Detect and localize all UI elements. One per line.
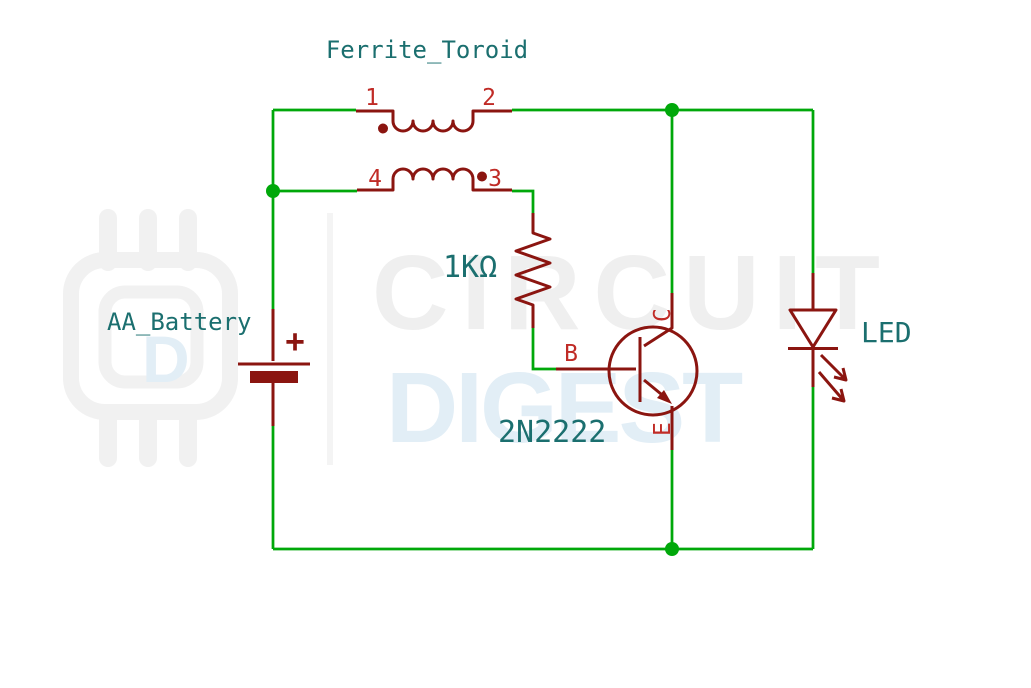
transistor-pin-label-base: B [564, 341, 578, 367]
chip-body-outline [63, 252, 238, 420]
transformer-winding-1 [356, 109, 512, 133]
wire-resistor-to-base [531, 328, 556, 371]
wires [271, 108, 815, 551]
chip-inner-outline [98, 285, 204, 389]
led-label: LED [861, 316, 912, 349]
resistor-value: 1KΩ [443, 250, 497, 285]
transformer-pin-1: 1 [365, 85, 379, 111]
led-light-arrow-1 [819, 353, 848, 382]
transistor-collector-lead [643, 293, 674, 348]
junction-dot [266, 184, 280, 198]
transformer-pin-2: 2 [482, 85, 496, 111]
watermark-text-line1: CIRCUIT [372, 234, 893, 352]
led-symbol: LED [788, 273, 912, 403]
transistor-symbol: 2N2222 B C E [498, 293, 699, 450]
watermark-bar [327, 213, 333, 465]
polarity-dot-winding-1 [378, 123, 388, 134]
transistor-emitter-lead [643, 378, 662, 396]
transformer-pin-3: 3 [488, 166, 502, 192]
battery-symbol: AA_Battery + [107, 308, 310, 426]
transistor-pin-label-emitter: E [650, 422, 676, 436]
battery-label: AA_Battery [107, 308, 252, 336]
resistor-symbol: 1KΩ [443, 213, 552, 328]
watermark-text-line2: DIGEST [386, 352, 743, 464]
battery-plus-sign: + [285, 322, 304, 360]
watermark-chip-logo: D [63, 209, 238, 467]
transformer-winding-2 [357, 167, 512, 192]
led-light-arrow-2 [817, 371, 846, 403]
transistor-emitter-arrow [657, 390, 672, 404]
junction-dot [665, 542, 679, 556]
led-triangle [788, 308, 838, 349]
transformer-symbol: Ferrite_Toroid 1 2 4 3 [326, 36, 528, 192]
transistor-pin-label-collector: C [650, 308, 676, 322]
junction-dot [665, 103, 679, 117]
transistor-part-number: 2N2222 [498, 415, 606, 450]
transformer-pin-4: 4 [368, 166, 382, 192]
wire-secondary-to-resistor [512, 189, 535, 213]
watermark-logo-letter: D [142, 322, 190, 396]
transistor-body-circle [607, 325, 699, 417]
resistor-zigzag [514, 213, 552, 328]
battery-negative-plate [250, 371, 298, 383]
transformer-label: Ferrite_Toroid [326, 36, 528, 64]
junction-dots [266, 103, 679, 556]
polarity-dot-winding-2 [477, 171, 487, 182]
